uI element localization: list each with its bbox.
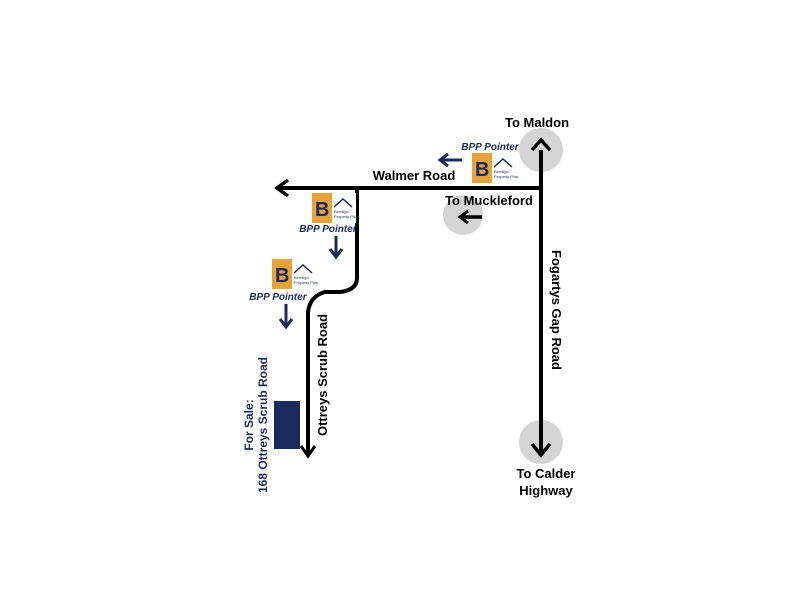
svg-text:B: B (475, 159, 489, 181)
bpp-pointer-1-label: BPP Pointer (461, 142, 520, 153)
ottreys-scrub-road-label: Ottreys Scrub Road (315, 314, 330, 436)
bpp-pointer-1-arrow (437, 152, 462, 168)
bpp-pointer-2-arrow (328, 236, 344, 260)
svg-text:Property Plus: Property Plus (294, 280, 318, 285)
svg-text:B: B (315, 199, 329, 221)
property-lot (274, 401, 300, 449)
bpp-pointer-2: B Bendigo Property Plus BPP Pointer (299, 193, 358, 260)
svg-text:Property Plus: Property Plus (334, 214, 358, 219)
north-destination-label: To Maldon (505, 115, 569, 130)
bpp-pointer-3-label: BPP Pointer (249, 292, 308, 303)
walmer-road-label: Walmer Road (373, 168, 456, 183)
south-destination-label-1: To Calder (517, 466, 576, 481)
bendigo-property-plus-logo: B Bendigo Property Plus (312, 193, 358, 223)
bpp-pointer-3-arrow (278, 304, 294, 330)
muckleford-arrow (457, 209, 482, 225)
svg-text:Bendigo: Bendigo (494, 169, 509, 174)
bendigo-property-plus-logo: B Bendigo Property Plus (472, 153, 518, 183)
for-sale-address-label: 168 Ottreys Scrub Road (256, 357, 270, 493)
bendigo-property-plus-logo: B Bendigo Property Plus (272, 259, 318, 289)
svg-text:Property Plus: Property Plus (494, 174, 518, 179)
bpp-pointer-3: B Bendigo Property Plus BPP Pointer (249, 259, 318, 330)
for-sale-label: For Sale: (242, 399, 256, 450)
svg-text:Bendigo: Bendigo (334, 209, 349, 214)
ottreys-scrub-road (299, 188, 359, 459)
fogartys-gap-road (530, 137, 552, 458)
south-destination-label-2: Highway (519, 483, 573, 498)
bpp-pointer-1: B Bendigo Property Plus BPP Pointer (437, 142, 520, 183)
svg-text:Bendigo: Bendigo (294, 275, 309, 280)
walmer-road (274, 178, 541, 198)
bpp-pointer-2-label: BPP Pointer (299, 224, 358, 235)
east-destination-label: To Muckleford (445, 193, 533, 208)
svg-text:B: B (275, 265, 289, 287)
fogartys-gap-road-label: Fogartys Gap Road (549, 250, 564, 370)
